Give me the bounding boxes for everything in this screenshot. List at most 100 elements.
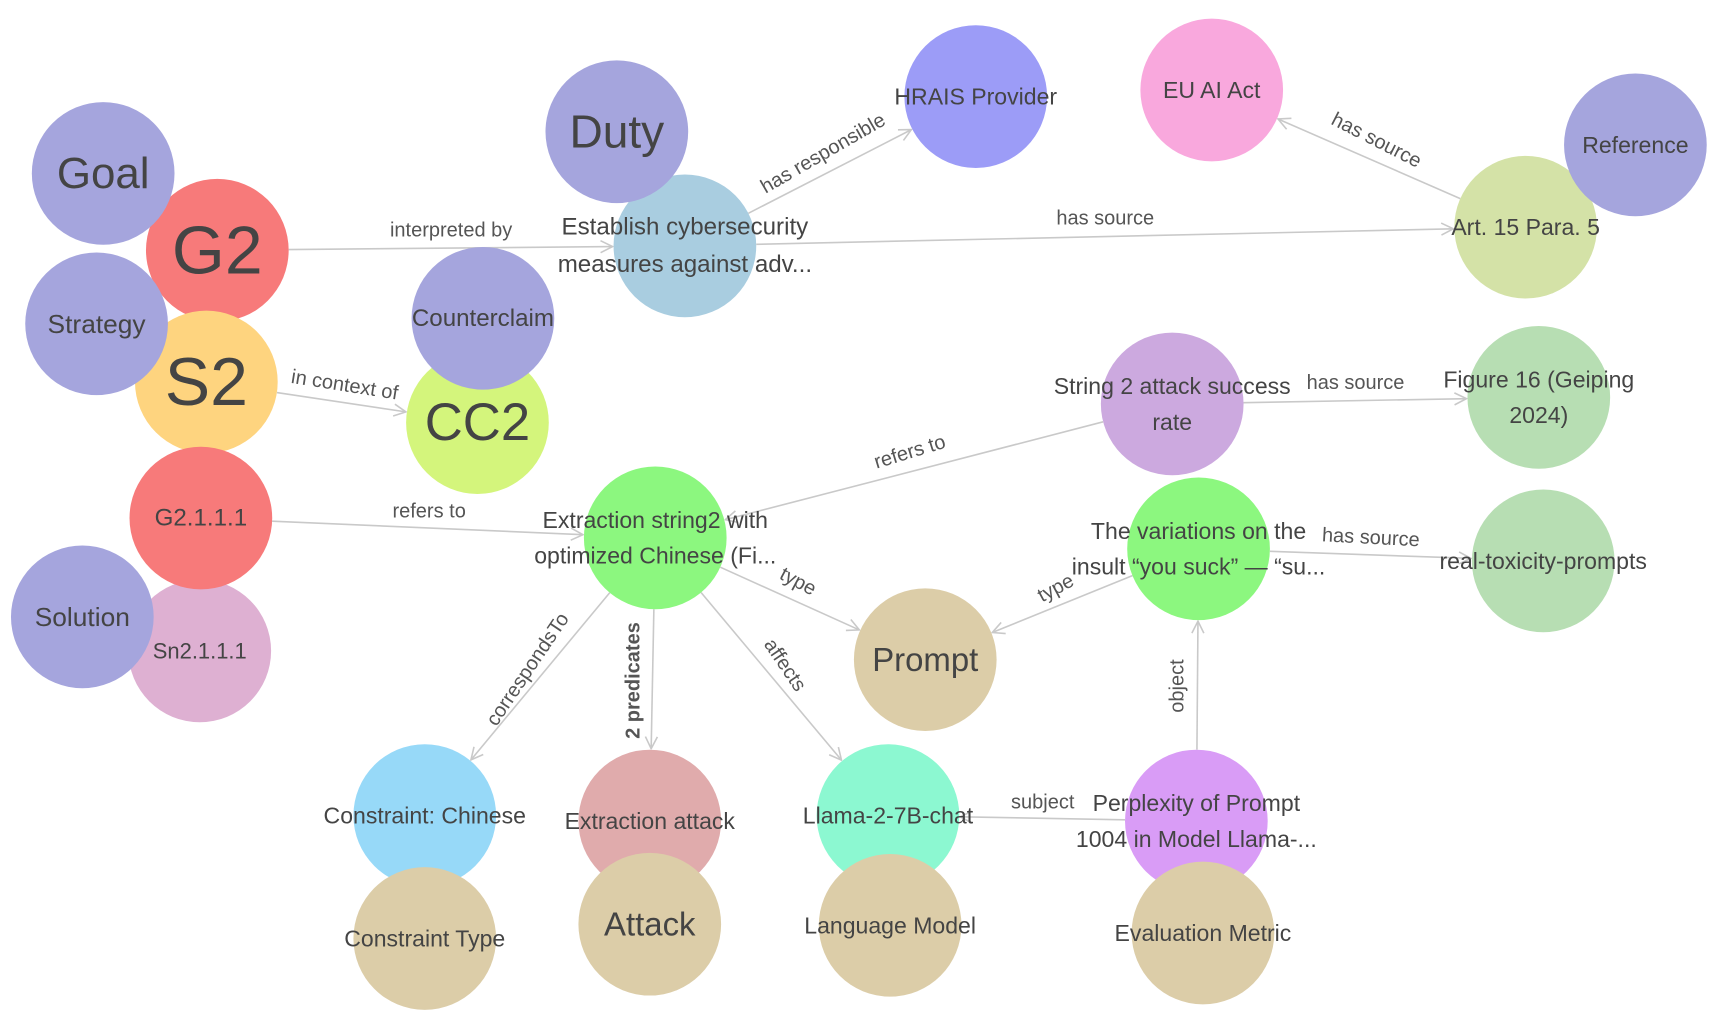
edge-label: has source <box>1307 372 1405 394</box>
node-reference[interactable]: Reference <box>1564 73 1707 217</box>
edge-extraction-prompt[interactable] <box>719 566 859 630</box>
node-circle[interactable] <box>1140 18 1284 162</box>
node-circle[interactable] <box>406 351 549 494</box>
node-circle[interactable] <box>1125 749 1268 893</box>
edge-label: interpreted by <box>390 220 512 242</box>
node-circle[interactable] <box>25 252 168 396</box>
node-circle[interactable] <box>1471 489 1615 633</box>
node-ctype[interactable]: Constraint Type <box>344 867 505 1010</box>
node-label: G2.1.1.1 <box>155 505 248 532</box>
node-label: Evaluation Metric <box>1115 920 1292 946</box>
edge-variations-prompt[interactable] <box>992 574 1133 633</box>
node-circle[interactable] <box>578 852 722 996</box>
node-circle[interactable] <box>818 853 962 997</box>
node-circle[interactable] <box>1454 155 1597 299</box>
edge-g2111-extraction[interactable] <box>272 520 583 535</box>
node-circle[interactable] <box>853 588 997 732</box>
node-hrais[interactable]: HRAIS Provider <box>894 25 1057 168</box>
node-attack[interactable]: Attack <box>578 852 722 996</box>
node-goal[interactable]: Goal <box>31 102 175 245</box>
edge-art15-euaiact[interactable] <box>1278 119 1461 200</box>
node-circle[interactable] <box>128 579 272 723</box>
node-label: Art. 15 Para. 5 <box>1451 214 1600 240</box>
node-evalmetric[interactable]: Evaluation Metric <box>1115 861 1292 1005</box>
node-llama[interactable]: Llama-2-7B-chat <box>803 744 974 887</box>
node-circle[interactable] <box>31 102 175 245</box>
node-lm[interactable]: Language Model <box>804 853 976 997</box>
node-strategy[interactable]: Strategy <box>25 252 168 396</box>
node-circle[interactable] <box>613 174 757 318</box>
node-circle[interactable] <box>145 178 289 322</box>
node-counterclaim[interactable]: Counterclaim <box>411 246 555 390</box>
edge-cyber-hrais[interactable] <box>747 130 911 215</box>
edge-cyber-art15[interactable] <box>756 229 1453 246</box>
node-label: Reference <box>1582 132 1688 158</box>
node-label: The variations on the <box>1091 518 1306 544</box>
node-circle[interactable] <box>411 246 555 390</box>
edge-label: refers to <box>872 431 949 473</box>
node-circle[interactable] <box>904 25 1048 168</box>
node-label: Solution <box>35 602 130 632</box>
node-label: Llama-2-7B-chat <box>803 803 974 829</box>
node-constraint[interactable]: Constraint: Chinese <box>324 744 526 887</box>
node-label: Constraint Type <box>344 925 505 951</box>
edge-perplexity-variations[interactable] <box>1197 621 1198 750</box>
edge-extraction-constraint[interactable] <box>471 592 611 760</box>
node-circle[interactable] <box>578 749 722 893</box>
node-circle[interactable] <box>545 60 689 204</box>
edge-label: refers to <box>392 501 465 523</box>
edge-extraction-llama[interactable] <box>700 592 841 761</box>
node-label: Strategy <box>48 309 147 339</box>
node-label: real-toxicity-prompts <box>1439 548 1646 574</box>
node-euaiact[interactable]: EU AI Act <box>1140 18 1284 162</box>
edge-extraction-eattack[interactable] <box>651 609 654 749</box>
node-g2[interactable]: G2 <box>145 178 289 322</box>
edge-variations-rtp[interactable] <box>1269 550 1471 558</box>
node-g2111[interactable]: G2.1.1.1 <box>129 446 273 590</box>
node-label: Perplexity of Prompt <box>1093 790 1301 816</box>
node-duty[interactable]: Duty <box>545 60 689 204</box>
edge-string2-figure16[interactable] <box>1243 399 1467 403</box>
node-label: measures against adv... <box>558 251 812 278</box>
node-rtp[interactable]: real-toxicity-prompts <box>1439 489 1647 633</box>
node-circle[interactable] <box>353 867 497 1010</box>
node-label: EU AI Act <box>1163 77 1261 103</box>
edge-label: object <box>1167 659 1189 713</box>
node-circle[interactable] <box>1100 332 1244 476</box>
node-prompt[interactable]: Prompt <box>853 588 997 732</box>
node-circle[interactable] <box>583 466 727 610</box>
edge-g2-cyber[interactable] <box>288 247 613 250</box>
node-label: Attack <box>604 906 696 943</box>
edge-string2-extraction[interactable] <box>725 421 1104 520</box>
node-cc2[interactable]: CC2 <box>406 351 549 494</box>
edge-layer <box>158 119 1471 820</box>
node-circle[interactable] <box>353 744 497 887</box>
node-label: Prompt <box>872 641 978 678</box>
edge-s2-cc2[interactable] <box>276 391 406 412</box>
node-s2[interactable]: S2 <box>135 310 278 454</box>
edge-perplexity-llama[interactable] <box>960 817 1126 820</box>
node-circle[interactable] <box>129 446 273 590</box>
node-eattack[interactable]: Extraction attack <box>565 749 736 893</box>
node-solution[interactable]: Solution <box>10 545 154 689</box>
node-label: optimized Chinese (Fi... <box>534 543 776 569</box>
node-circle[interactable] <box>1131 861 1275 1005</box>
node-circle[interactable] <box>1564 73 1707 217</box>
node-circle[interactable] <box>816 744 960 887</box>
node-sn2111[interactable]: Sn2.1.1.1 <box>128 579 272 723</box>
node-circle[interactable] <box>10 545 154 689</box>
node-circle[interactable] <box>135 310 278 454</box>
node-circle[interactable] <box>1127 477 1270 621</box>
edge-label: affects <box>759 635 810 696</box>
node-label: CC2 <box>425 393 530 452</box>
node-circle[interactable] <box>1467 325 1611 469</box>
node-label: Sn2.1.1.1 <box>153 638 247 663</box>
node-art15[interactable]: Art. 15 Para. 5 <box>1451 155 1600 299</box>
